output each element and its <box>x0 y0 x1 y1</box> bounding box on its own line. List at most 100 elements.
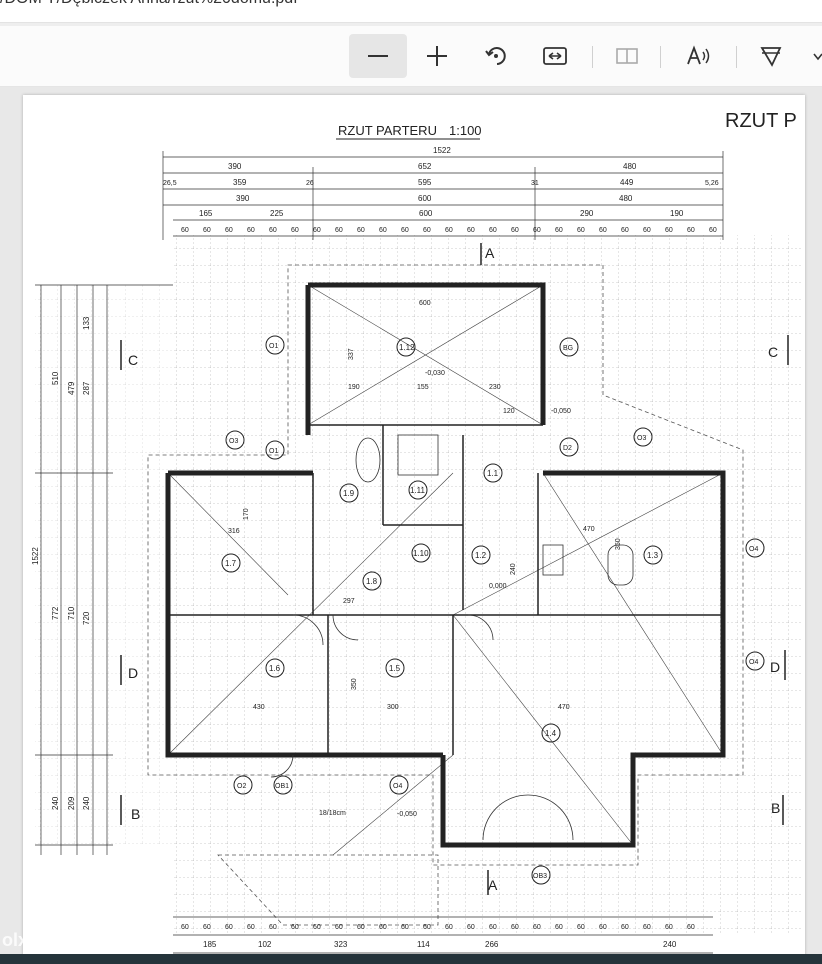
fit-width-icon <box>543 47 567 65</box>
bottom-grid-labels: 60 60 60 60 60 60 60 60 60 60 60 60 60 6… <box>181 924 695 931</box>
svg-text:1.3: 1.3 <box>647 551 659 560</box>
svg-text:1.8: 1.8 <box>366 577 378 586</box>
dim-label: 600 <box>419 209 433 218</box>
svg-text:60: 60 <box>467 924 475 931</box>
document-viewer[interactable]: RZUT PARTERU 1:100 RZUT P 1522 390 652 4… <box>0 87 822 954</box>
svg-text:1.9: 1.9 <box>343 489 355 498</box>
two-page-icon <box>616 48 638 64</box>
dim-label: 600 <box>418 194 432 203</box>
dim-label: 26,5 <box>163 180 177 187</box>
svg-text:0,000: 0,000 <box>489 583 507 590</box>
svg-text:60: 60 <box>423 227 431 234</box>
svg-text:60: 60 <box>291 924 299 931</box>
svg-text:B: B <box>771 800 780 816</box>
svg-text:60: 60 <box>445 924 453 931</box>
bottom-bar <box>0 954 822 964</box>
dim-label: 480 <box>623 162 637 171</box>
door-swings <box>270 614 574 841</box>
svg-text:1.4: 1.4 <box>545 729 557 738</box>
address-bar[interactable]: /DOM Y/Dębiczek Anna/rzut%20domu.pdf <box>0 0 822 23</box>
svg-text:60: 60 <box>335 924 343 931</box>
svg-text:B: B <box>131 806 140 822</box>
dim-label: 449 <box>620 178 634 187</box>
svg-text:60: 60 <box>445 227 453 234</box>
svg-text:O3: O3 <box>637 435 646 442</box>
dim-label: 479 <box>67 381 76 395</box>
svg-text:170: 170 <box>243 508 250 520</box>
svg-text:A: A <box>488 877 498 893</box>
svg-text:60: 60 <box>291 227 299 234</box>
svg-text:316: 316 <box>228 528 240 535</box>
page-view-button[interactable] <box>598 34 656 78</box>
read-aloud-button[interactable] <box>670 34 728 78</box>
svg-text:60: 60 <box>643 227 651 234</box>
svg-text:1.1: 1.1 <box>487 469 499 478</box>
svg-text:60: 60 <box>709 227 717 234</box>
dim-label: 225 <box>270 209 284 218</box>
svg-text:60: 60 <box>401 227 409 234</box>
fit-width-button[interactable] <box>526 34 584 78</box>
svg-text:297: 297 <box>343 598 355 605</box>
svg-text:60: 60 <box>621 924 629 931</box>
top-grid-labels: 60 60 60 60 60 60 60 60 60 60 60 60 60 6… <box>181 227 717 234</box>
toolbar-separator <box>592 46 593 68</box>
svg-text:60: 60 <box>643 924 651 931</box>
svg-text:430: 430 <box>253 704 265 711</box>
svg-text:D2: D2 <box>563 445 572 452</box>
dim-label: 133 <box>82 316 91 330</box>
svg-text:1.5: 1.5 <box>389 664 401 673</box>
svg-text:114: 114 <box>417 940 430 949</box>
svg-text:1.10: 1.10 <box>413 549 429 558</box>
zoom-in-button[interactable] <box>408 34 466 78</box>
interior-walls <box>168 424 723 755</box>
dim-label: 390 <box>236 194 250 203</box>
roof-outline <box>147 264 744 926</box>
svg-text:60: 60 <box>269 924 277 931</box>
svg-text:O4: O4 <box>749 546 758 553</box>
svg-text:60: 60 <box>665 227 673 234</box>
drawing-scale: 1:100 <box>449 123 482 138</box>
svg-text:C: C <box>128 352 138 368</box>
dim-label: 510 <box>51 371 60 385</box>
svg-text:323: 323 <box>334 940 348 949</box>
svg-text:O1: O1 <box>269 448 278 455</box>
svg-text:60: 60 <box>379 227 387 234</box>
dim-label: 480 <box>619 194 633 203</box>
drawing-title: RZUT PARTERU <box>338 123 437 138</box>
svg-text:266: 266 <box>485 940 499 949</box>
svg-text:BG: BG <box>563 345 573 352</box>
draw-filter-icon <box>760 47 782 67</box>
svg-text:60: 60 <box>687 227 695 234</box>
rotate-icon <box>485 47 506 65</box>
svg-text:60: 60 <box>467 227 475 234</box>
more-chevron-icon[interactable] <box>812 50 822 64</box>
bottom-dim-labels: 185 102 323 114 266 240 270 480 240 <box>203 940 677 949</box>
shower <box>397 434 439 476</box>
svg-text:60: 60 <box>313 227 321 234</box>
svg-text:60: 60 <box>181 924 189 931</box>
minus-icon <box>368 55 388 57</box>
svg-text:155: 155 <box>417 384 429 391</box>
olx-logo: olx <box>2 930 29 950</box>
svg-text:60: 60 <box>269 227 277 234</box>
svg-text:1.2: 1.2 <box>475 551 487 560</box>
bottom-dimensions <box>173 916 713 954</box>
svg-text:60: 60 <box>599 924 607 931</box>
rotate-button[interactable] <box>467 34 525 78</box>
zoom-out-button[interactable] <box>349 34 407 78</box>
svg-text:O4: O4 <box>749 659 758 666</box>
section-marks: A A B B C C D D <box>120 243 789 895</box>
left-dimensions <box>35 284 173 855</box>
svg-text:60: 60 <box>379 924 387 931</box>
svg-text:60: 60 <box>621 227 629 234</box>
svg-text:60: 60 <box>599 227 607 234</box>
exterior-walls <box>165 282 726 848</box>
svg-text:60: 60 <box>335 227 343 234</box>
svg-text:190: 190 <box>348 384 360 391</box>
dim-label: 5,26 <box>705 180 719 187</box>
toolbar-separator <box>736 46 737 68</box>
dim-label: 772 <box>51 606 60 620</box>
dim-label: 240 <box>51 796 60 810</box>
draw-button[interactable] <box>742 34 800 78</box>
read-aloud-icon <box>687 45 710 65</box>
